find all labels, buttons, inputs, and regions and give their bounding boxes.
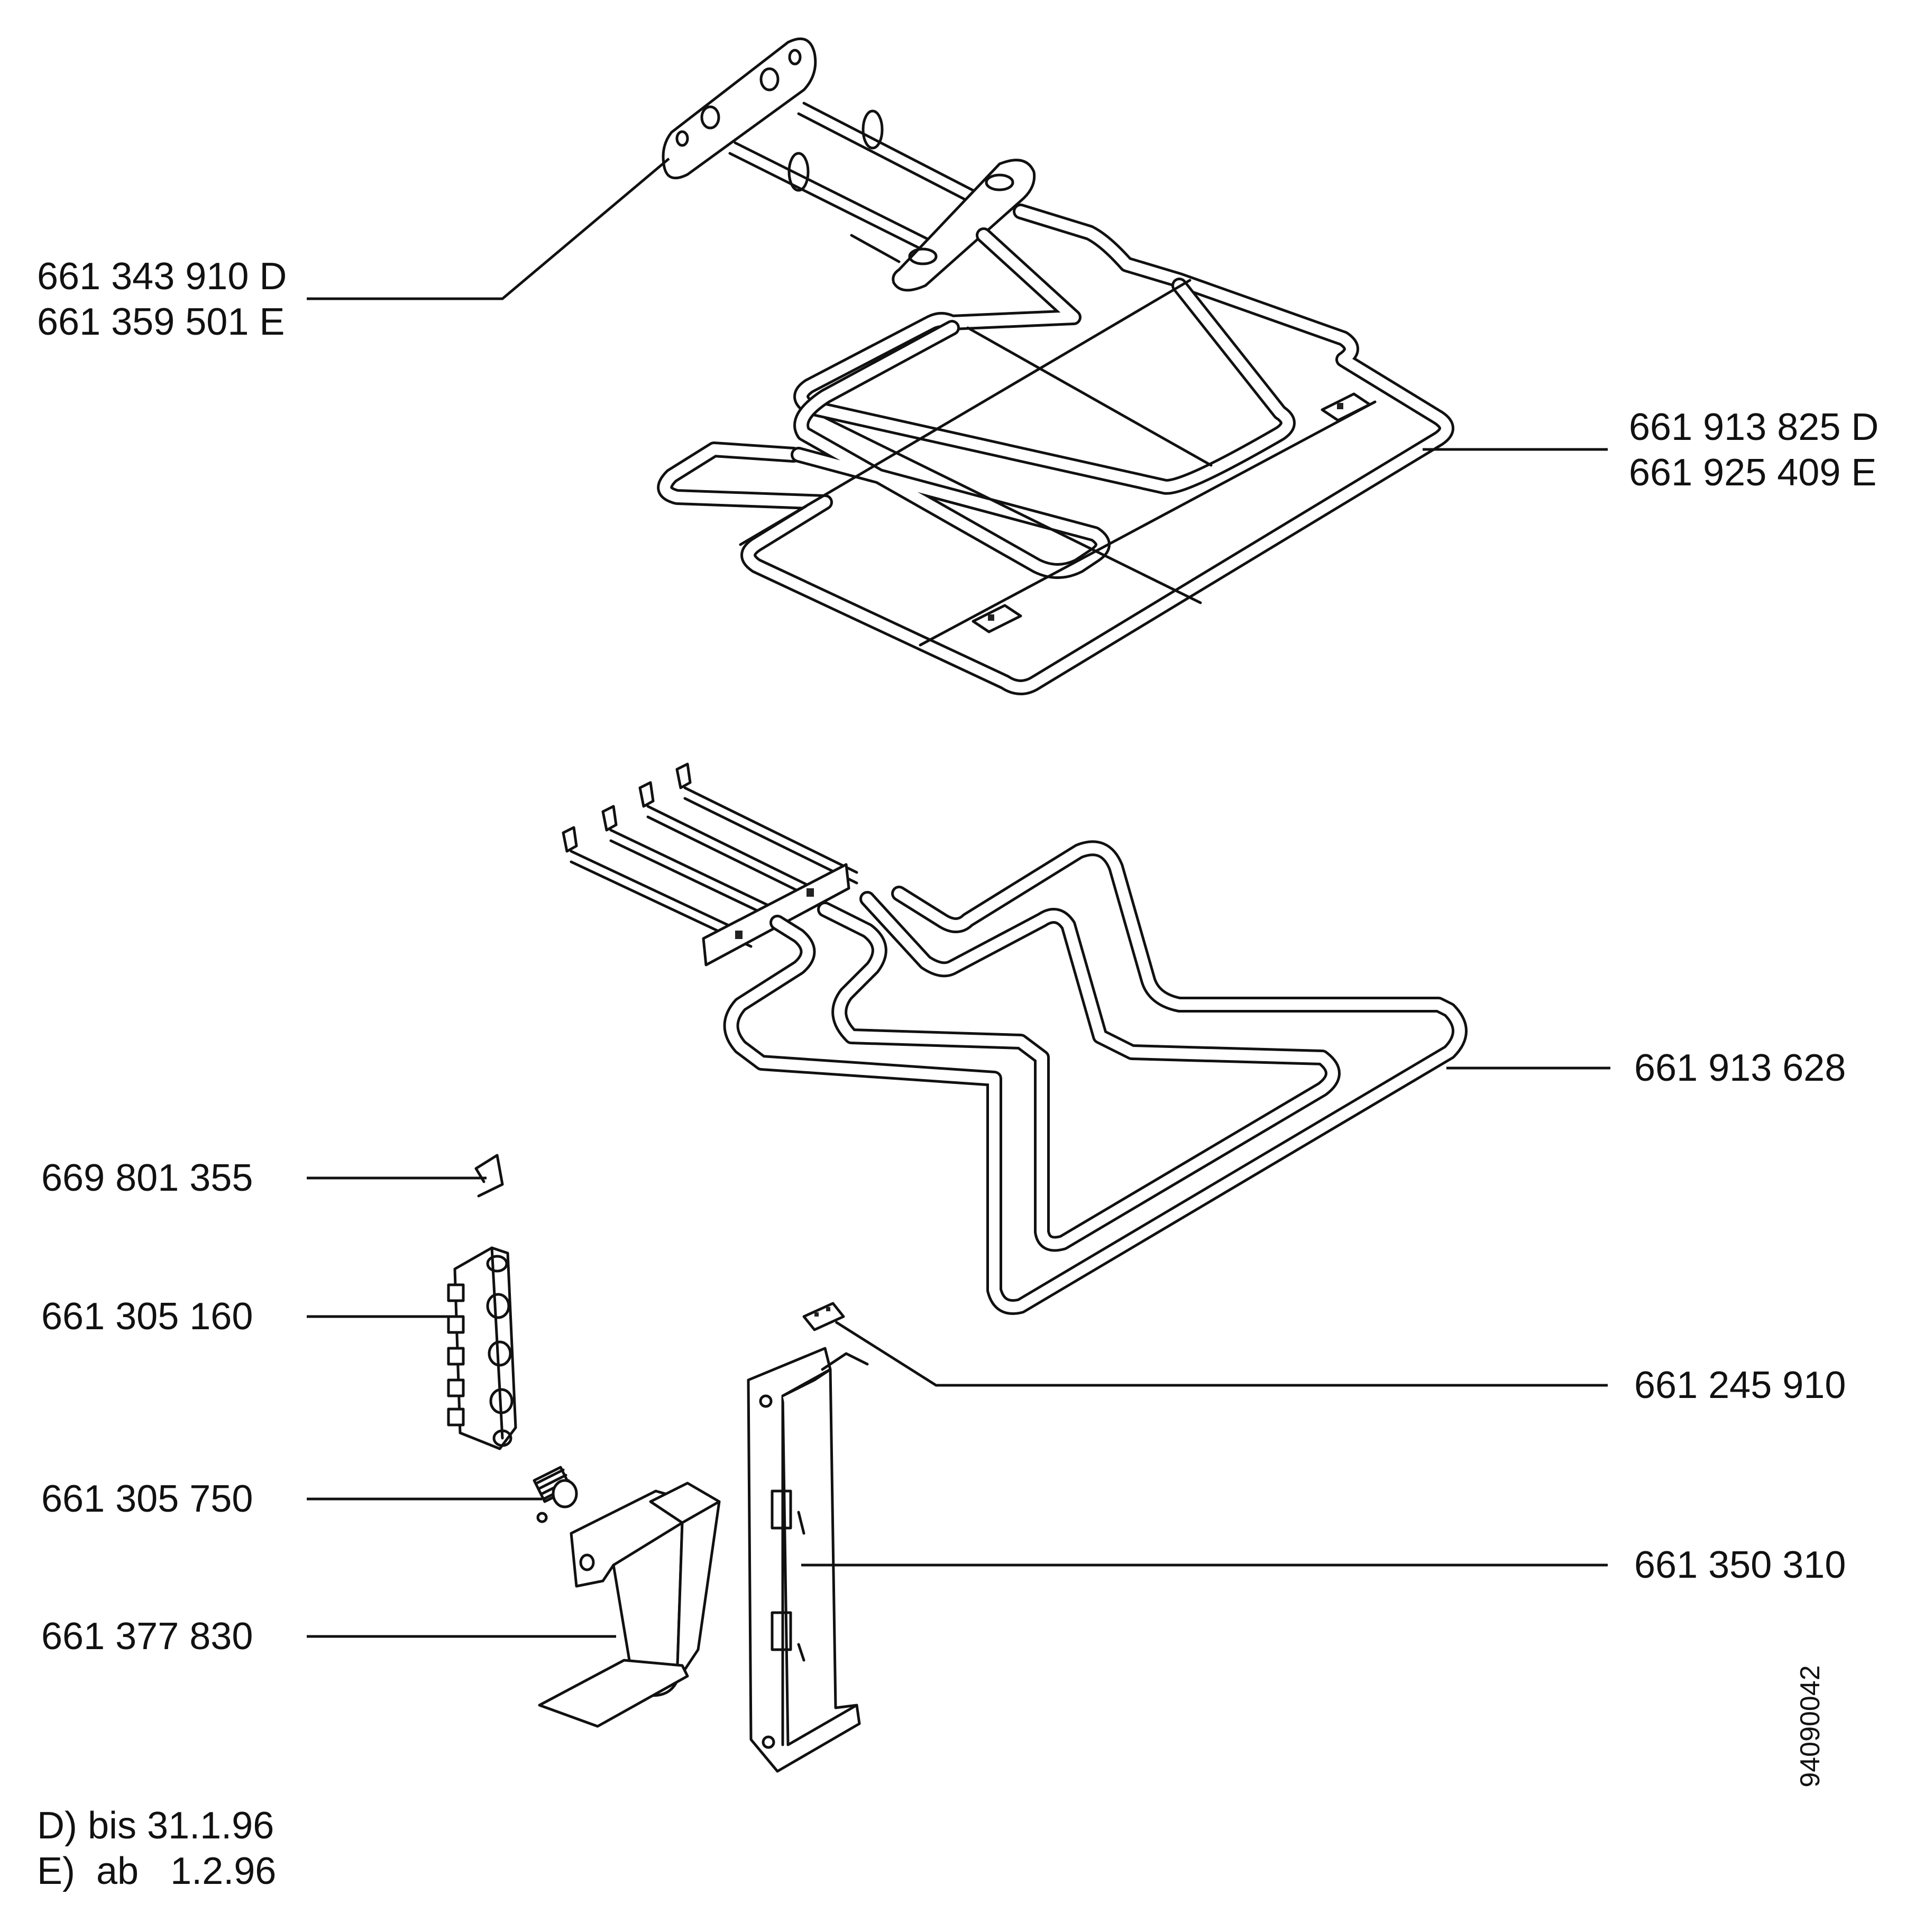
part-number: 661 913 628	[1634, 1047, 1846, 1089]
upper-heating-element-drawing	[657, 102, 1454, 695]
holder-tube-drawing	[538, 1482, 721, 1728]
grill-element-drawing	[562, 762, 1468, 1315]
label-upper-element: 661 913 825 D 661 925 409 E	[1629, 404, 1879, 495]
clip-drawing	[474, 1154, 504, 1198]
part-number: 661 913 825 D	[1629, 406, 1879, 448]
label-spring-screw: 661 305 750	[41, 1476, 253, 1522]
label-terminal-block: 661 305 160	[41, 1294, 253, 1339]
part-number: 661 925 409 E	[1629, 452, 1877, 494]
part-number: 669 801 355	[41, 1157, 253, 1199]
terminal-block-drawing	[447, 1246, 517, 1450]
leader-top-plate	[307, 158, 670, 300]
spring-screw-drawing	[533, 1466, 578, 1523]
part-number: 661 343 910 D	[37, 255, 287, 298]
leader-lines	[307, 158, 1610, 1638]
part-number: 661 305 160	[41, 1295, 253, 1338]
part-number: 661 245 910	[1634, 1364, 1846, 1406]
drawing-number: 94090042	[1786, 1660, 1834, 1792]
drawing-number-text: 94090042	[1795, 1665, 1826, 1788]
leader-lamp-socket	[835, 1320, 1608, 1387]
label-holder-tube: 661 377 830	[41, 1614, 253, 1659]
label-lamp-socket: 661 245 910	[1634, 1363, 1846, 1408]
label-clip: 669 801 355	[41, 1155, 253, 1201]
part-number: 661 305 750	[41, 1478, 253, 1520]
label-grill-element: 661 913 628	[1634, 1045, 1846, 1091]
label-mounting-bracket: 661 350 310	[1634, 1542, 1846, 1588]
label-top-plate: 661 343 910 D 661 359 501 E	[37, 254, 287, 345]
part-number: 661 350 310	[1634, 1544, 1846, 1586]
legend-line-d: D) bis 31.1.96	[37, 1805, 274, 1847]
part-number: 661 359 501 E	[37, 301, 285, 343]
top-plate-drawing	[662, 37, 817, 180]
legend-line-e: E) ab 1.2.96	[37, 1850, 277, 1892]
validity-legend: D) bis 31.1.96 E) ab 1.2.96	[37, 1803, 276, 1894]
part-number: 661 377 830	[41, 1615, 253, 1658]
mounting-bracket-drawing	[747, 1347, 869, 1773]
lamp-socket-drawing	[802, 1302, 845, 1331]
